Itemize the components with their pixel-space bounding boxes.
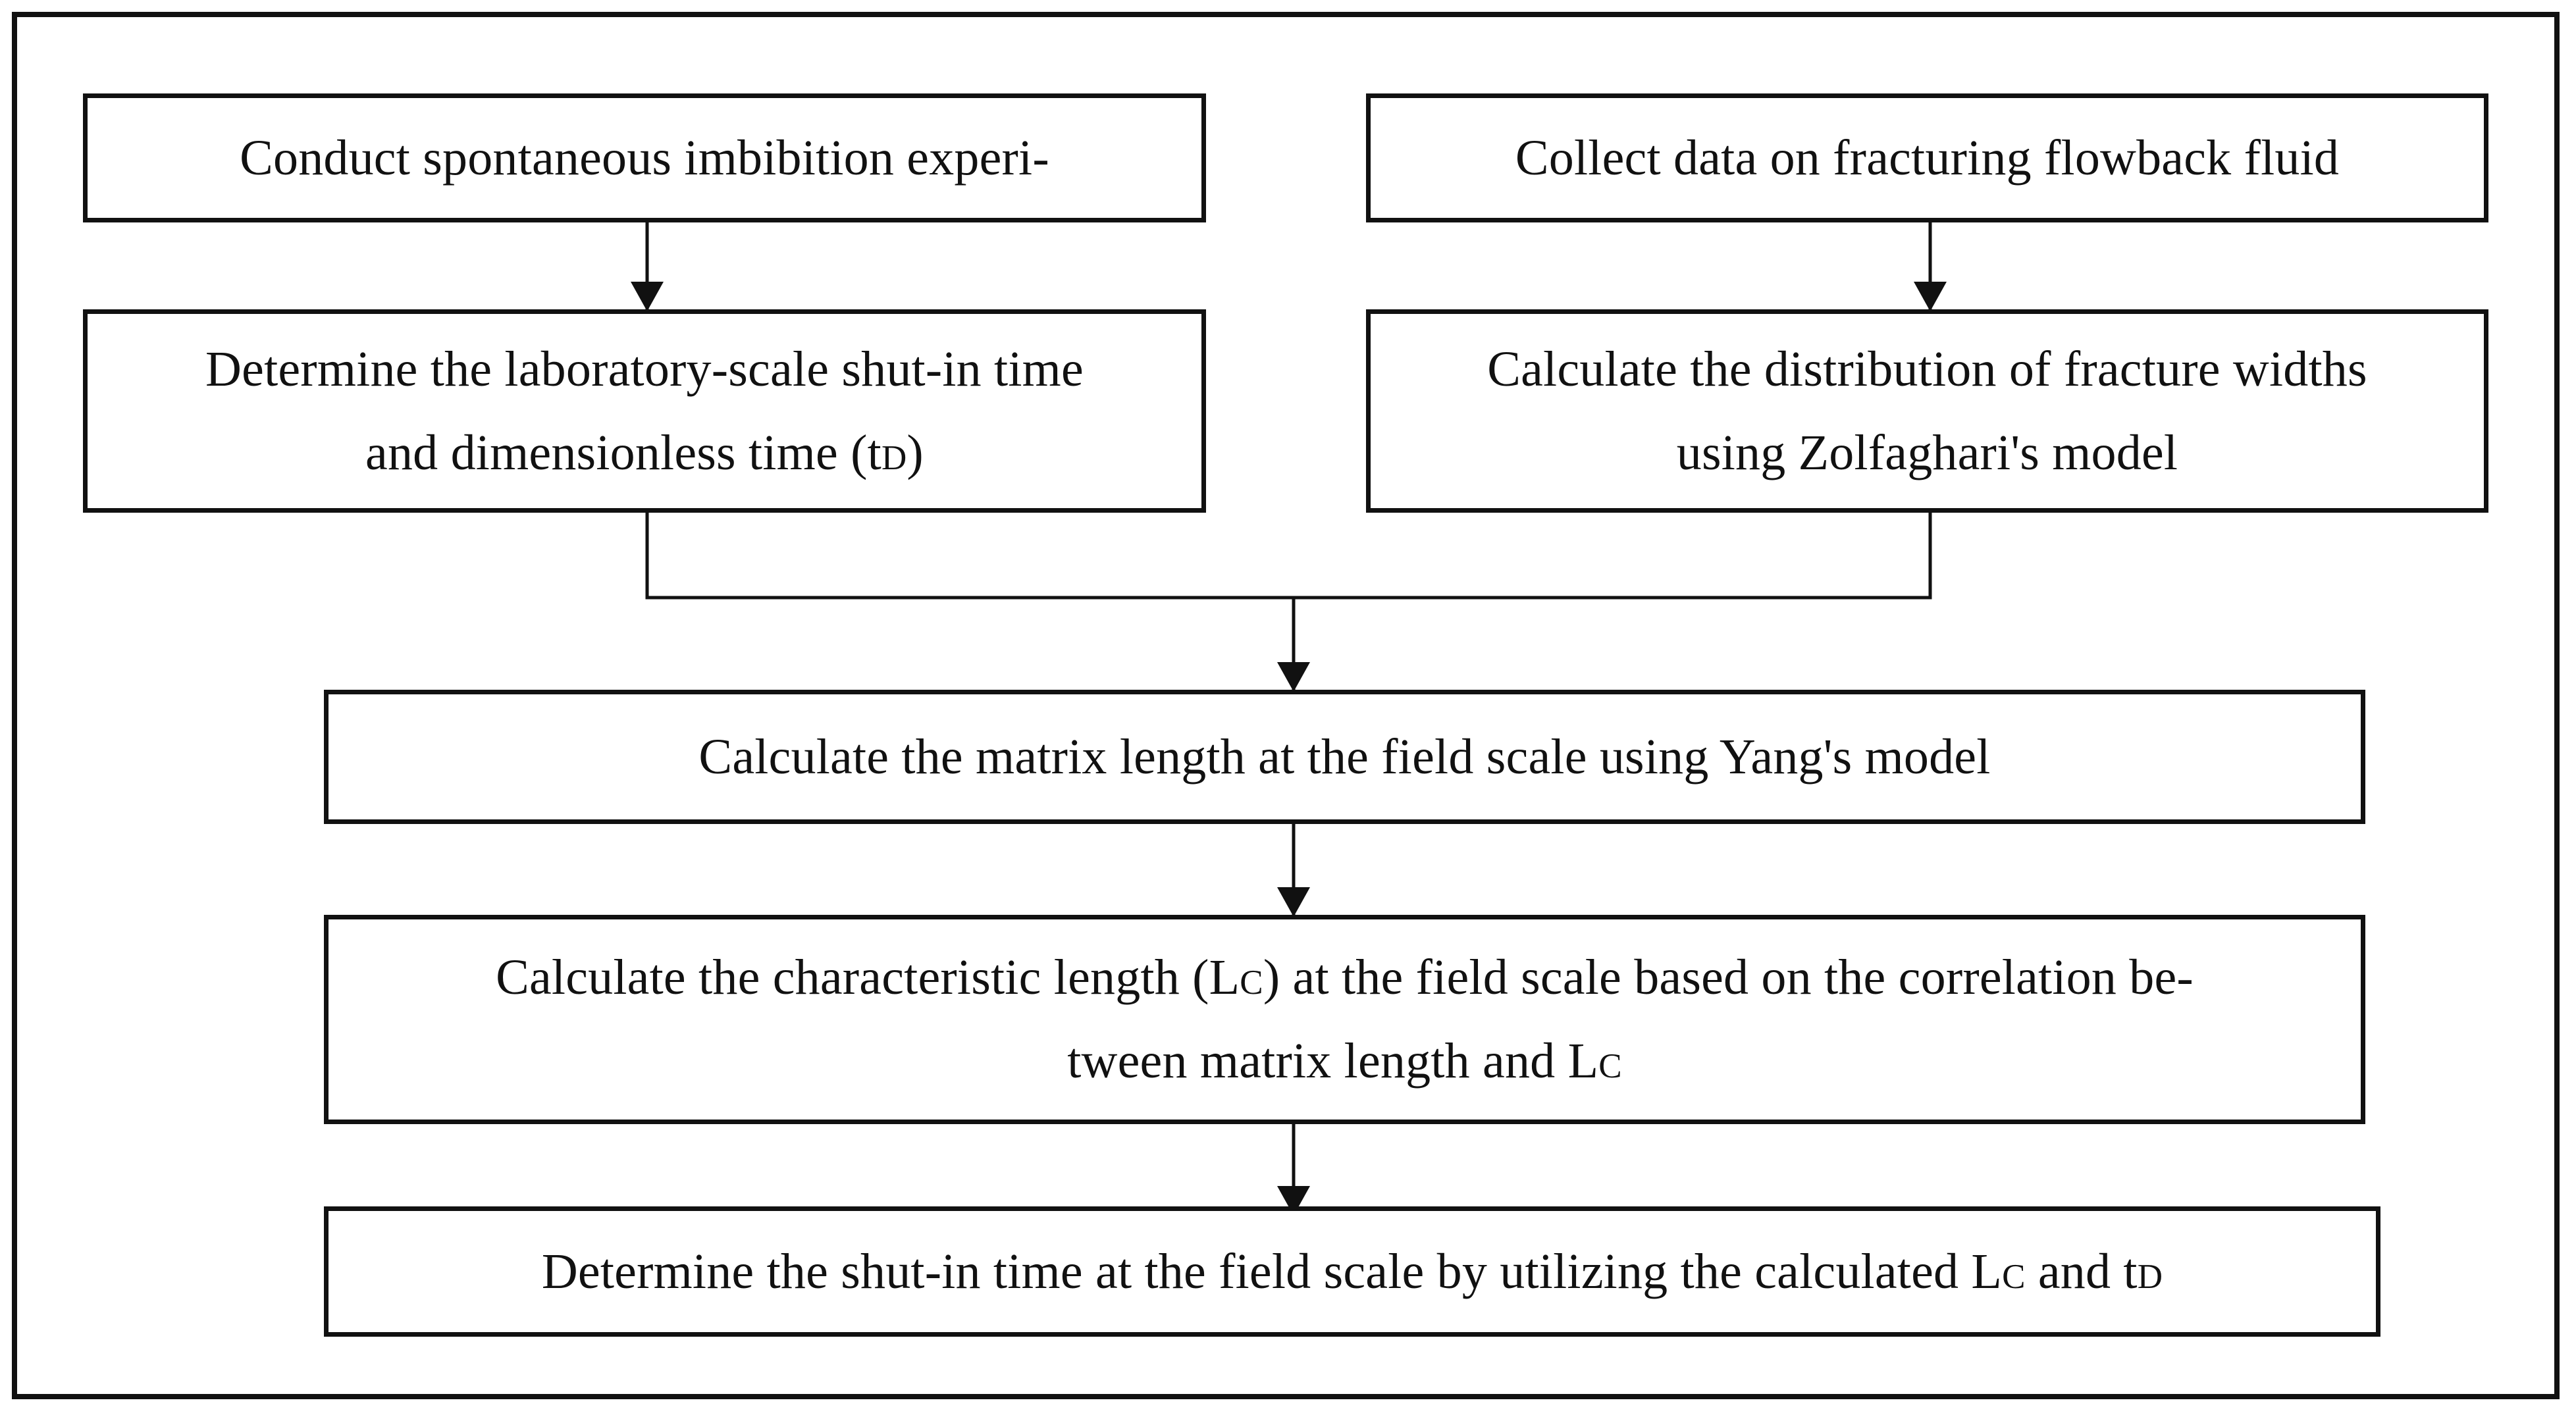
node-calculate-characteristic-length: Calculate the characteristic length (LC)… bbox=[324, 915, 2365, 1124]
node-conduct-experiment-label: Conduct spontaneous imbibition experi- bbox=[240, 130, 1049, 186]
node-calculate-characteristic-length-line1-sub: C bbox=[1240, 950, 1263, 1005]
node-calculate-matrix-length-label: Calculate the matrix length at the field… bbox=[698, 729, 1991, 785]
node-calculate-characteristic-length-line1-post: ) at the field scale based on the correl… bbox=[1263, 950, 2194, 1005]
node-conduct-experiment: Conduct spontaneous imbibition experi- bbox=[83, 93, 1206, 222]
node-calculate-fracture-widths-line1: Calculate the distribution of fracture w… bbox=[1487, 341, 2367, 397]
node-calculate-characteristic-length-line1-pre: Calculate the characteristic length (L bbox=[496, 950, 1240, 1005]
node-calculate-characteristic-length-line2: tween matrix length and LC bbox=[496, 1019, 2194, 1103]
node-determine-field-time-label: Determine the shut-in time at the field … bbox=[542, 1230, 2163, 1314]
diagram-frame bbox=[12, 12, 2560, 1399]
node-calculate-characteristic-length-line2-pre: tween matrix length and L bbox=[1067, 1033, 1599, 1089]
node-determine-field-time-sub1: C bbox=[2002, 1243, 2026, 1299]
node-determine-field-time: Determine the shut-in time at the field … bbox=[324, 1206, 2380, 1337]
merge-connector bbox=[645, 511, 1932, 600]
node-calculate-matrix-length: Calculate the matrix length at the field… bbox=[324, 690, 2365, 824]
node-collect-data-label: Collect data on fracturing flowback flui… bbox=[1515, 130, 2340, 186]
node-determine-lab-time-line2-sub: D bbox=[881, 425, 907, 480]
node-determine-lab-time: Determine the laboratory-scale shut-in t… bbox=[83, 309, 1206, 513]
arrowhead-1 bbox=[631, 282, 664, 311]
node-determine-field-time-mid: and t bbox=[2025, 1243, 2138, 1299]
node-calculate-fracture-widths: Calculate the distribution of fracture w… bbox=[1366, 309, 2488, 513]
node-determine-lab-time-line2-post: ) bbox=[907, 425, 924, 480]
node-calculate-characteristic-length-line1: Calculate the characteristic length (LC)… bbox=[496, 936, 2194, 1019]
node-calculate-characteristic-length-label: Calculate the characteristic length (LC)… bbox=[496, 936, 2194, 1103]
arrowhead-5 bbox=[1277, 1186, 1310, 1216]
arrowhead-2 bbox=[1914, 282, 1947, 311]
node-determine-lab-time-line1: Determine the laboratory-scale shut-in t… bbox=[205, 341, 1084, 397]
node-determine-field-time-pre: Determine the shut-in time at the field … bbox=[541, 1243, 2003, 1299]
node-determine-lab-time-line2: and dimensionless time (tD) bbox=[205, 411, 1084, 495]
arrowhead-3 bbox=[1277, 662, 1310, 692]
node-collect-data: Collect data on fracturing flowback flui… bbox=[1366, 93, 2488, 222]
node-calculate-fracture-widths-line2: using Zolfaghari's model bbox=[1676, 425, 2178, 480]
node-calculate-fracture-widths-label: Calculate the distribution of fracture w… bbox=[1487, 328, 2367, 495]
node-calculate-characteristic-length-line2-sub: C bbox=[1598, 1033, 1622, 1089]
arrowhead-4 bbox=[1277, 887, 1310, 917]
node-determine-lab-time-label: Determine the laboratory-scale shut-in t… bbox=[205, 328, 1084, 495]
node-determine-field-time-sub2: D bbox=[2137, 1243, 2163, 1299]
node-determine-lab-time-line2-pre: and dimensionless time (t bbox=[365, 425, 881, 480]
